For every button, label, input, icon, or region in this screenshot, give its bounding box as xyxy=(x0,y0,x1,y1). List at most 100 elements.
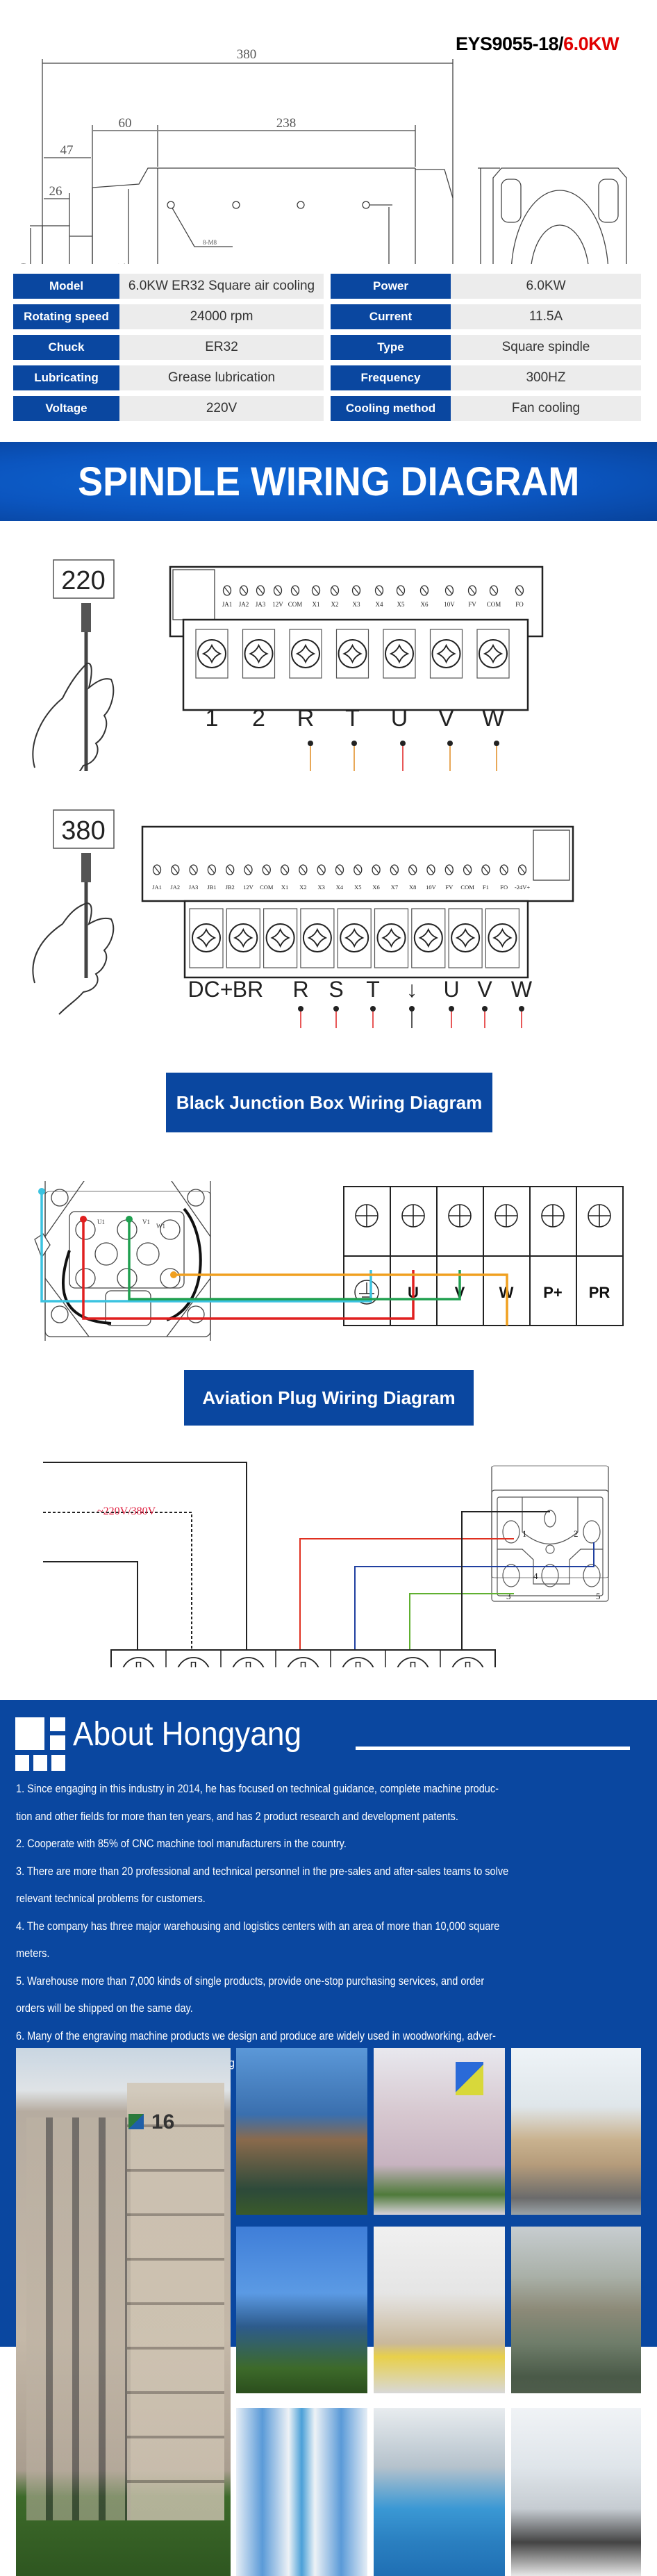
control-terminal-label: 12V xyxy=(243,884,254,891)
control-terminal: X1 xyxy=(280,864,290,891)
about-paragraph-line: 5. Warehouse more than 7,000 kinds of si… xyxy=(16,1974,485,1988)
aviation-plug-diagram: ~220V/380V 1 2 3 4 5 RSTUVW xyxy=(0,1417,657,1749)
control-terminal-label: JA3 xyxy=(189,884,199,891)
control-terminal: X8 xyxy=(408,864,417,891)
photo-office-tower xyxy=(236,2048,367,2215)
power-terminal-label: W xyxy=(482,705,504,732)
control-terminal-label: JB1 xyxy=(207,884,216,891)
junction-box-title: Black Junction Box Wiring Diagram xyxy=(166,1073,492,1132)
control-terminal-label: X4 xyxy=(376,601,383,608)
power-terminal: T xyxy=(335,629,369,732)
spec-label: Rotating speed xyxy=(13,304,119,329)
spec-value: 11.5A xyxy=(451,304,641,329)
wire-ground xyxy=(40,1191,372,1303)
power-terminal: T xyxy=(337,908,380,1002)
photo-warehouse-shelves xyxy=(236,2408,367,2576)
power-terminal-label: T xyxy=(345,705,360,732)
wire-v xyxy=(354,1542,594,1650)
control-terminal: FV xyxy=(467,585,476,608)
photo-reception-logo-wall xyxy=(374,2048,505,2215)
photo-cnc-workshop xyxy=(511,2408,641,2576)
wire-w xyxy=(409,1593,514,1650)
spec-value: Grease lubrication xyxy=(119,365,324,390)
building-facade xyxy=(127,2083,224,2520)
power-terminal: R xyxy=(263,908,309,1002)
about-title-rule xyxy=(356,1747,630,1750)
about-paragraph-line: 6. Many of the engraving machine product… xyxy=(16,2029,496,2042)
about-title: About Hongyang xyxy=(73,1716,302,1753)
photo-lounge xyxy=(374,2227,505,2393)
photo-assembly-line xyxy=(374,2408,505,2576)
control-terminal-label: COM xyxy=(487,601,501,608)
motor-label-v1: V1 xyxy=(142,1219,150,1225)
control-terminal: X4 xyxy=(335,864,344,891)
control-terminal-label: X5 xyxy=(397,601,405,608)
wire-u xyxy=(82,1219,415,1320)
aviation-plug-title-text: Aviation Plug Wiring Diagram xyxy=(202,1387,456,1408)
control-terminal-label: 12V xyxy=(272,601,283,608)
spec-label: Model xyxy=(13,274,119,299)
photo-office-desks xyxy=(511,2048,641,2215)
dim-26: 26 xyxy=(49,184,63,199)
power-terminal-label: ↓ xyxy=(406,977,417,1002)
control-terminal: X3 xyxy=(351,585,361,608)
spec-label: Type xyxy=(331,335,451,360)
control-terminal-label: COM xyxy=(460,884,474,891)
power-terminal-label: W xyxy=(511,977,533,1002)
control-terminal-label: JA1 xyxy=(222,601,233,608)
control-terminal-label: X5 xyxy=(354,884,361,891)
about-paragraph-line: 1. Since engaging in this industry in 20… xyxy=(16,1783,499,1795)
control-terminal: JB2 xyxy=(226,864,235,891)
control-terminal: JA3 xyxy=(189,864,199,891)
control-terminal: COM xyxy=(260,864,274,891)
control-terminal-label: FV xyxy=(445,884,454,891)
control-terminal: X2 xyxy=(299,864,308,891)
spec-value: 300HZ xyxy=(451,365,641,390)
dim-238: 238 xyxy=(276,116,297,131)
control-terminal-label: JA2 xyxy=(239,601,249,608)
control-terminal-label: JA1 xyxy=(152,884,162,891)
control-terminal: FO xyxy=(515,585,524,608)
section-banner: SPINDLE WIRING DIAGRAM xyxy=(0,442,657,521)
power-terminal: ↓ xyxy=(374,908,417,1002)
banner-title: SPINDLE WIRING DIAGRAM xyxy=(77,459,580,504)
junction-terminal: PR xyxy=(576,1187,611,1326)
power-terminal-label: BR xyxy=(233,977,263,1002)
wire-v xyxy=(128,1219,461,1301)
power-terminal: R xyxy=(289,629,322,732)
about-section: About Hongyang 1. Since engaging in this… xyxy=(0,1700,657,2576)
model-title: EYS9055-18/6.0KW xyxy=(456,33,619,55)
spec-label: Power xyxy=(331,274,451,299)
spec-label: Current xyxy=(331,304,451,329)
control-terminal: X4 xyxy=(374,585,384,608)
spec-value: 220V xyxy=(119,396,324,421)
control-terminal-label: FO xyxy=(500,884,508,891)
spec-label: Chuck xyxy=(13,335,119,360)
junction-terminal-label: PR xyxy=(589,1284,610,1301)
control-terminal: 10V xyxy=(426,864,437,891)
photo-twin-towers xyxy=(236,2227,367,2393)
power-terminal-label: DC+ xyxy=(188,977,233,1002)
control-terminal-label: X1 xyxy=(313,601,320,608)
power-terminal: U xyxy=(411,908,460,1002)
control-terminal: FV xyxy=(444,864,454,891)
wire-ground xyxy=(461,1511,550,1650)
control-terminal: X6 xyxy=(419,585,429,608)
power-terminal: BR xyxy=(226,908,263,1002)
company-logo-icon xyxy=(15,1717,65,1771)
spec-label: Lubricating xyxy=(13,365,119,390)
model-code: EYS9055-18/ xyxy=(456,33,564,54)
control-terminal-label: 10V xyxy=(426,884,437,891)
control-terminal-label: 10V xyxy=(444,601,455,608)
about-paragraph-line: tion and other fields for more than ten … xyxy=(16,1810,458,1823)
spec-value: ER32 xyxy=(119,335,324,360)
aviation-plug-face xyxy=(491,1465,609,1578)
aviation-plug-svg: ~220V/380V 1 2 3 4 5 RSTUVW xyxy=(43,1462,609,1749)
mounting-holes xyxy=(167,201,370,348)
